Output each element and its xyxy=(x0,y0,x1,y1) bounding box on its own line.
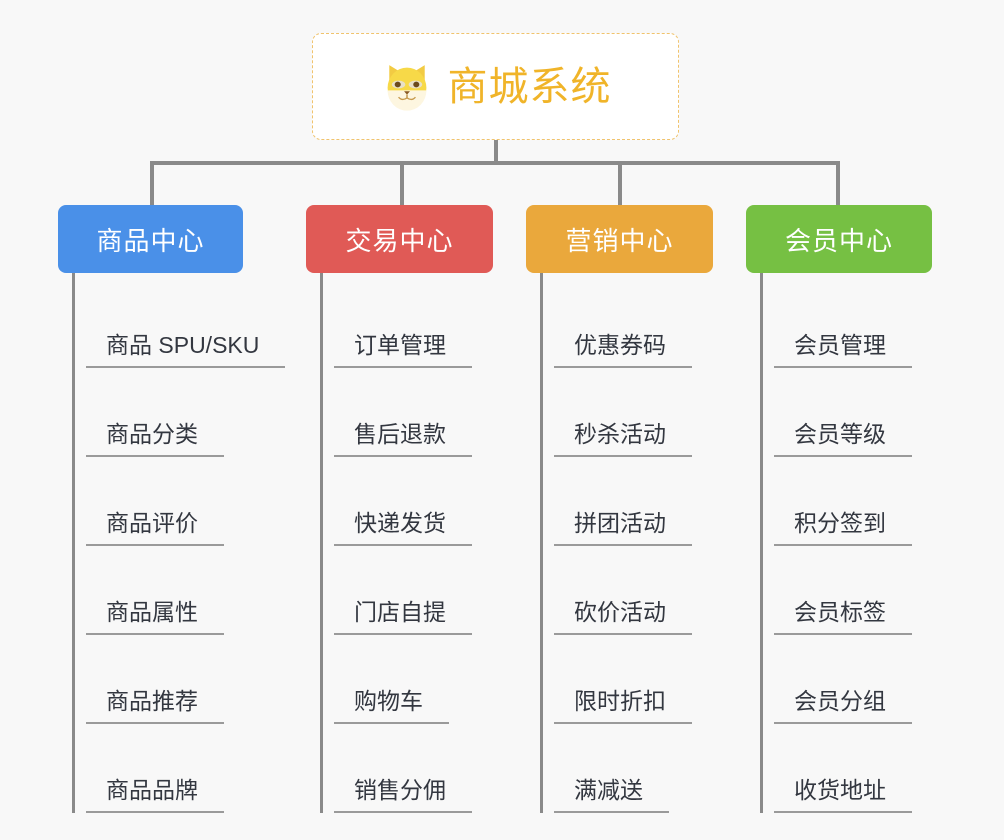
leaf-item[interactable]: 限时折扣 xyxy=(540,635,713,724)
leaf-label: 商品品牌 xyxy=(86,779,224,813)
column-trade-center: 交易中心 订单管理 售后退款 快递发货 门店自提 购物车 销售分佣 xyxy=(306,205,493,813)
column-marketing-center: 营销中心 优惠券码 秒杀活动 拼团活动 砍价活动 限时折扣 满减送 xyxy=(526,205,713,813)
leaf-item[interactable]: 销售分佣 xyxy=(320,724,493,813)
leaf-item[interactable]: 购物车 xyxy=(320,635,493,724)
leaf-item[interactable]: 商品品牌 xyxy=(72,724,243,813)
root-title: 商城系统 xyxy=(447,64,612,109)
leaf-item[interactable]: 商品属性 xyxy=(72,546,243,635)
leaf-label: 订单管理 xyxy=(334,334,472,368)
leaf-item[interactable]: 拼团活动 xyxy=(540,457,713,546)
category-header-3[interactable]: 营销中心 xyxy=(526,205,713,273)
leaf-label: 会员等级 xyxy=(774,423,912,457)
leaf-label: 商品评价 xyxy=(86,512,224,546)
leaf-label: 购物车 xyxy=(334,690,449,724)
leaf-item[interactable]: 会员标签 xyxy=(760,546,932,635)
connector-drop-1 xyxy=(150,161,154,205)
leaf-item[interactable]: 商品 SPU/SKU xyxy=(72,279,286,368)
connector-root-stem xyxy=(494,140,498,164)
leaf-item[interactable]: 积分签到 xyxy=(760,457,932,546)
leaf-label: 限时折扣 xyxy=(554,690,692,724)
leaf-label: 优惠券码 xyxy=(554,334,692,368)
leaf-label: 快递发货 xyxy=(334,512,472,546)
leaf-label: 商品分类 xyxy=(86,423,224,457)
leaf-label: 满减送 xyxy=(554,779,669,813)
leaf-label: 门店自提 xyxy=(334,601,472,635)
leaf-label: 收货地址 xyxy=(774,779,912,813)
leaf-item[interactable]: 会员等级 xyxy=(760,368,932,457)
leaf-item[interactable]: 收货地址 xyxy=(760,724,932,813)
leaf-item[interactable]: 订单管理 xyxy=(320,279,493,368)
leaf-list-3: 优惠券码 秒杀活动 拼团活动 砍价活动 限时折扣 满减送 xyxy=(540,273,713,813)
leaf-item[interactable]: 秒杀活动 xyxy=(540,368,713,457)
leaf-item[interactable]: 快递发货 xyxy=(320,457,493,546)
leaf-spine-3 xyxy=(540,273,543,813)
leaf-label: 会员管理 xyxy=(774,334,912,368)
leaf-item[interactable]: 会员管理 xyxy=(760,279,932,368)
connector-drop-2 xyxy=(400,161,404,205)
leaf-item[interactable]: 售后退款 xyxy=(320,368,493,457)
connector-drop-4 xyxy=(836,161,840,205)
leaf-label: 积分签到 xyxy=(774,512,912,546)
leaf-spine-1 xyxy=(72,273,75,813)
root-node[interactable]: 商城系统 xyxy=(312,33,679,140)
leaf-item[interactable]: 商品推荐 xyxy=(72,635,243,724)
leaf-list-4: 会员管理 会员等级 积分签到 会员标签 会员分组 收货地址 xyxy=(760,273,932,813)
leaf-label: 商品推荐 xyxy=(86,690,224,724)
category-header-2[interactable]: 交易中心 xyxy=(306,205,493,273)
leaf-label: 秒杀活动 xyxy=(554,423,692,457)
leaf-label: 商品 SPU/SKU xyxy=(86,334,286,368)
connector-horizontal-bus xyxy=(150,161,838,165)
connector-drop-3 xyxy=(618,161,622,205)
leaf-label: 会员标签 xyxy=(774,601,912,635)
leaf-item[interactable]: 门店自提 xyxy=(320,546,493,635)
column-member-center: 会员中心 会员管理 会员等级 积分签到 会员标签 会员分组 收货地址 xyxy=(746,205,932,813)
category-header-1[interactable]: 商品中心 xyxy=(58,205,243,273)
leaf-label: 商品属性 xyxy=(86,601,224,635)
leaf-item[interactable]: 砍价活动 xyxy=(540,546,713,635)
leaf-label: 拼团活动 xyxy=(554,512,692,546)
leaf-item[interactable]: 商品分类 xyxy=(72,368,243,457)
column-product-center: 商品中心 商品 SPU/SKU 商品分类 商品评价 商品属性 商品推荐 商品品牌 xyxy=(58,205,286,813)
leaf-label: 售后退款 xyxy=(334,423,472,457)
shiba-dog-face-icon xyxy=(380,60,434,114)
leaf-list-2: 订单管理 售后退款 快递发货 门店自提 购物车 销售分佣 xyxy=(320,273,493,813)
leaf-list-1: 商品 SPU/SKU 商品分类 商品评价 商品属性 商品推荐 商品品牌 xyxy=(72,273,286,813)
leaf-item[interactable]: 优惠券码 xyxy=(540,279,713,368)
category-header-4[interactable]: 会员中心 xyxy=(746,205,932,273)
leaf-spine-2 xyxy=(320,273,323,813)
leaf-item[interactable]: 满减送 xyxy=(540,724,713,813)
leaf-item[interactable]: 商品评价 xyxy=(72,457,243,546)
leaf-label: 销售分佣 xyxy=(334,779,472,813)
leaf-item[interactable]: 会员分组 xyxy=(760,635,932,724)
leaf-label: 砍价活动 xyxy=(554,601,692,635)
leaf-label: 会员分组 xyxy=(774,690,912,724)
leaf-spine-4 xyxy=(760,273,763,813)
